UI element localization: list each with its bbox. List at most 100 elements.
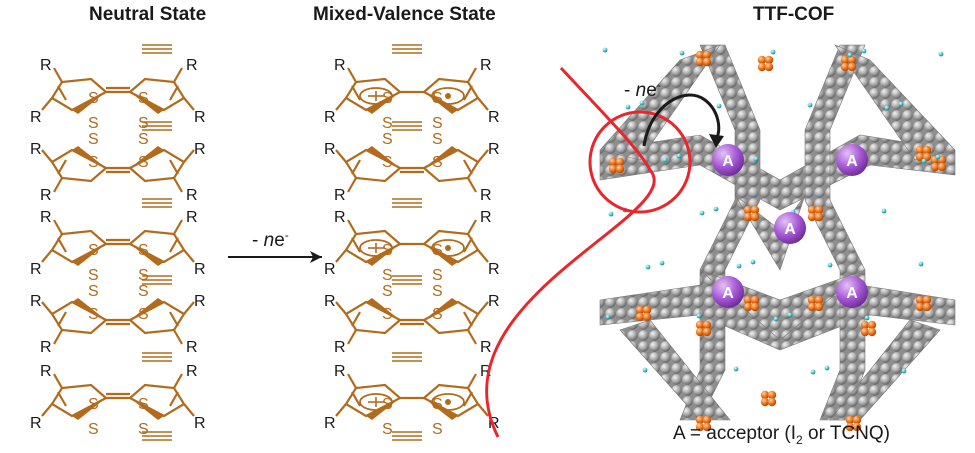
radical-ring-symbol [431,393,465,411]
radical-ring-symbol [431,87,465,105]
acceptor-label: A [846,153,858,170]
sulfur-atom-label: S [432,283,443,300]
sulfur-atom-label: S [88,115,99,132]
ttf-unit-cluster [915,295,932,312]
sulfur-sphere [743,205,753,215]
stacking-symbol [142,352,172,362]
sulfur-sphere [867,327,877,337]
hydrogen-sphere [938,51,944,57]
acceptor-molecule: A [836,276,868,308]
sulfur-atom-label: S [432,242,443,259]
sulfur-atom-label: S [138,306,149,323]
acceptor-molecule: A [712,276,744,308]
left-dithiole-ring [50,229,108,264]
sulfur-sphere [937,162,947,172]
r-bond-top-right [173,177,183,193]
right-ring-double-bond [463,391,473,407]
acceptor-sphere [774,212,806,244]
right-wedge-bond [130,244,164,266]
left-wedge-bond [366,298,400,320]
r-bond-top-right [467,329,477,345]
left-ring-double-bond [57,159,67,175]
sulfur-atom-label: S [88,154,99,171]
hydrogen-sphere [608,211,614,217]
r-bond-bottom-left [335,97,347,111]
neutral-state-title: Neutral State [89,4,207,25]
sulfur-sphere [915,295,925,305]
sulfur-atom-label: S [432,131,443,148]
sulfur-sphere [847,62,857,72]
sulfur-atom-label: S [138,242,149,259]
sulfur-sphere [847,55,857,65]
sulfur-atom-label: S [382,131,393,148]
left-dithiole-ring [50,383,108,418]
substituent-label: R [488,109,500,126]
curved-arrowhead-icon [709,134,724,148]
r-bond-bottom-right [477,149,489,163]
sulfur-sphere [635,312,645,322]
ttf-unit-cluster [760,390,777,407]
hydrogen-sphere [807,102,813,108]
sulfur-atom-label: S [138,396,149,413]
stacking-symbol [392,121,422,131]
hydrogen-sphere [884,105,890,111]
r-bond-top-left [347,219,357,235]
sulfur-sphere [852,415,862,425]
callout-circle [588,110,692,214]
sulfur-sphere [695,320,705,330]
r-bond-bottom-right [183,149,195,163]
hydrogen-sphere [810,369,816,375]
sulfur-sphere [845,422,855,432]
sulfur-atom-label: S [432,396,443,413]
ttf-unit-cluster [695,415,712,432]
sulfur-atom-label: S [88,131,99,148]
sulfur-atom-label: S [382,396,393,413]
sulfur-atom-label: S [138,90,149,107]
substituent-label: R [40,187,52,204]
ttf-unit-cluster [743,205,760,222]
sulfur-sphere [915,152,925,162]
hydrogen-sphere [639,100,645,106]
r-bond-bottom-left [41,97,53,111]
ttf-molecule [41,219,195,266]
radical-cation-symbol [359,87,393,105]
cof-linker-band [599,44,721,161]
r-bond-top-right [173,67,183,83]
sulfur-atom-label: S [382,115,393,132]
right-dithiole-ring [422,148,480,183]
sulfur-sphere [760,390,770,400]
radical-dot-symbol [445,245,451,251]
r-bond-top-left [53,373,63,389]
sulfur-atom-label: S [88,90,99,107]
sulfur-atom-label: S [382,283,393,300]
curved-arrow-icon [642,93,721,147]
sulfur-atom-label: S [88,306,99,323]
hydrogen-sphere [716,103,722,109]
sulfur-atom-label: S [432,267,443,284]
r-bond-bottom-left [335,149,347,163]
ttf-molecule [335,219,489,266]
left-ring-double-bond [351,85,361,101]
stacking-symbol [142,121,172,131]
radical-cation-symbol [359,239,393,257]
substituent-label: R [186,209,198,226]
acceptor-label: A [722,153,734,170]
acceptor-label: A [784,221,796,238]
ttf-unit-cluster [757,55,774,72]
sulfur-sphere [814,205,824,215]
r-bond-top-right [467,67,477,83]
highlight-callout [485,66,692,438]
sulfur-atom-label: S [88,396,99,413]
sulfur-sphere [930,162,940,172]
left-ring-double-bond [57,237,67,253]
sulfur-sphere [702,422,712,432]
hydrogen-sphere [898,101,904,107]
mixed-valence-title: Mixed-Valence State [313,4,496,25]
left-ring-double-bond [351,311,361,327]
ttf-unit-cluster [635,305,652,322]
substituent-label: R [334,339,346,356]
